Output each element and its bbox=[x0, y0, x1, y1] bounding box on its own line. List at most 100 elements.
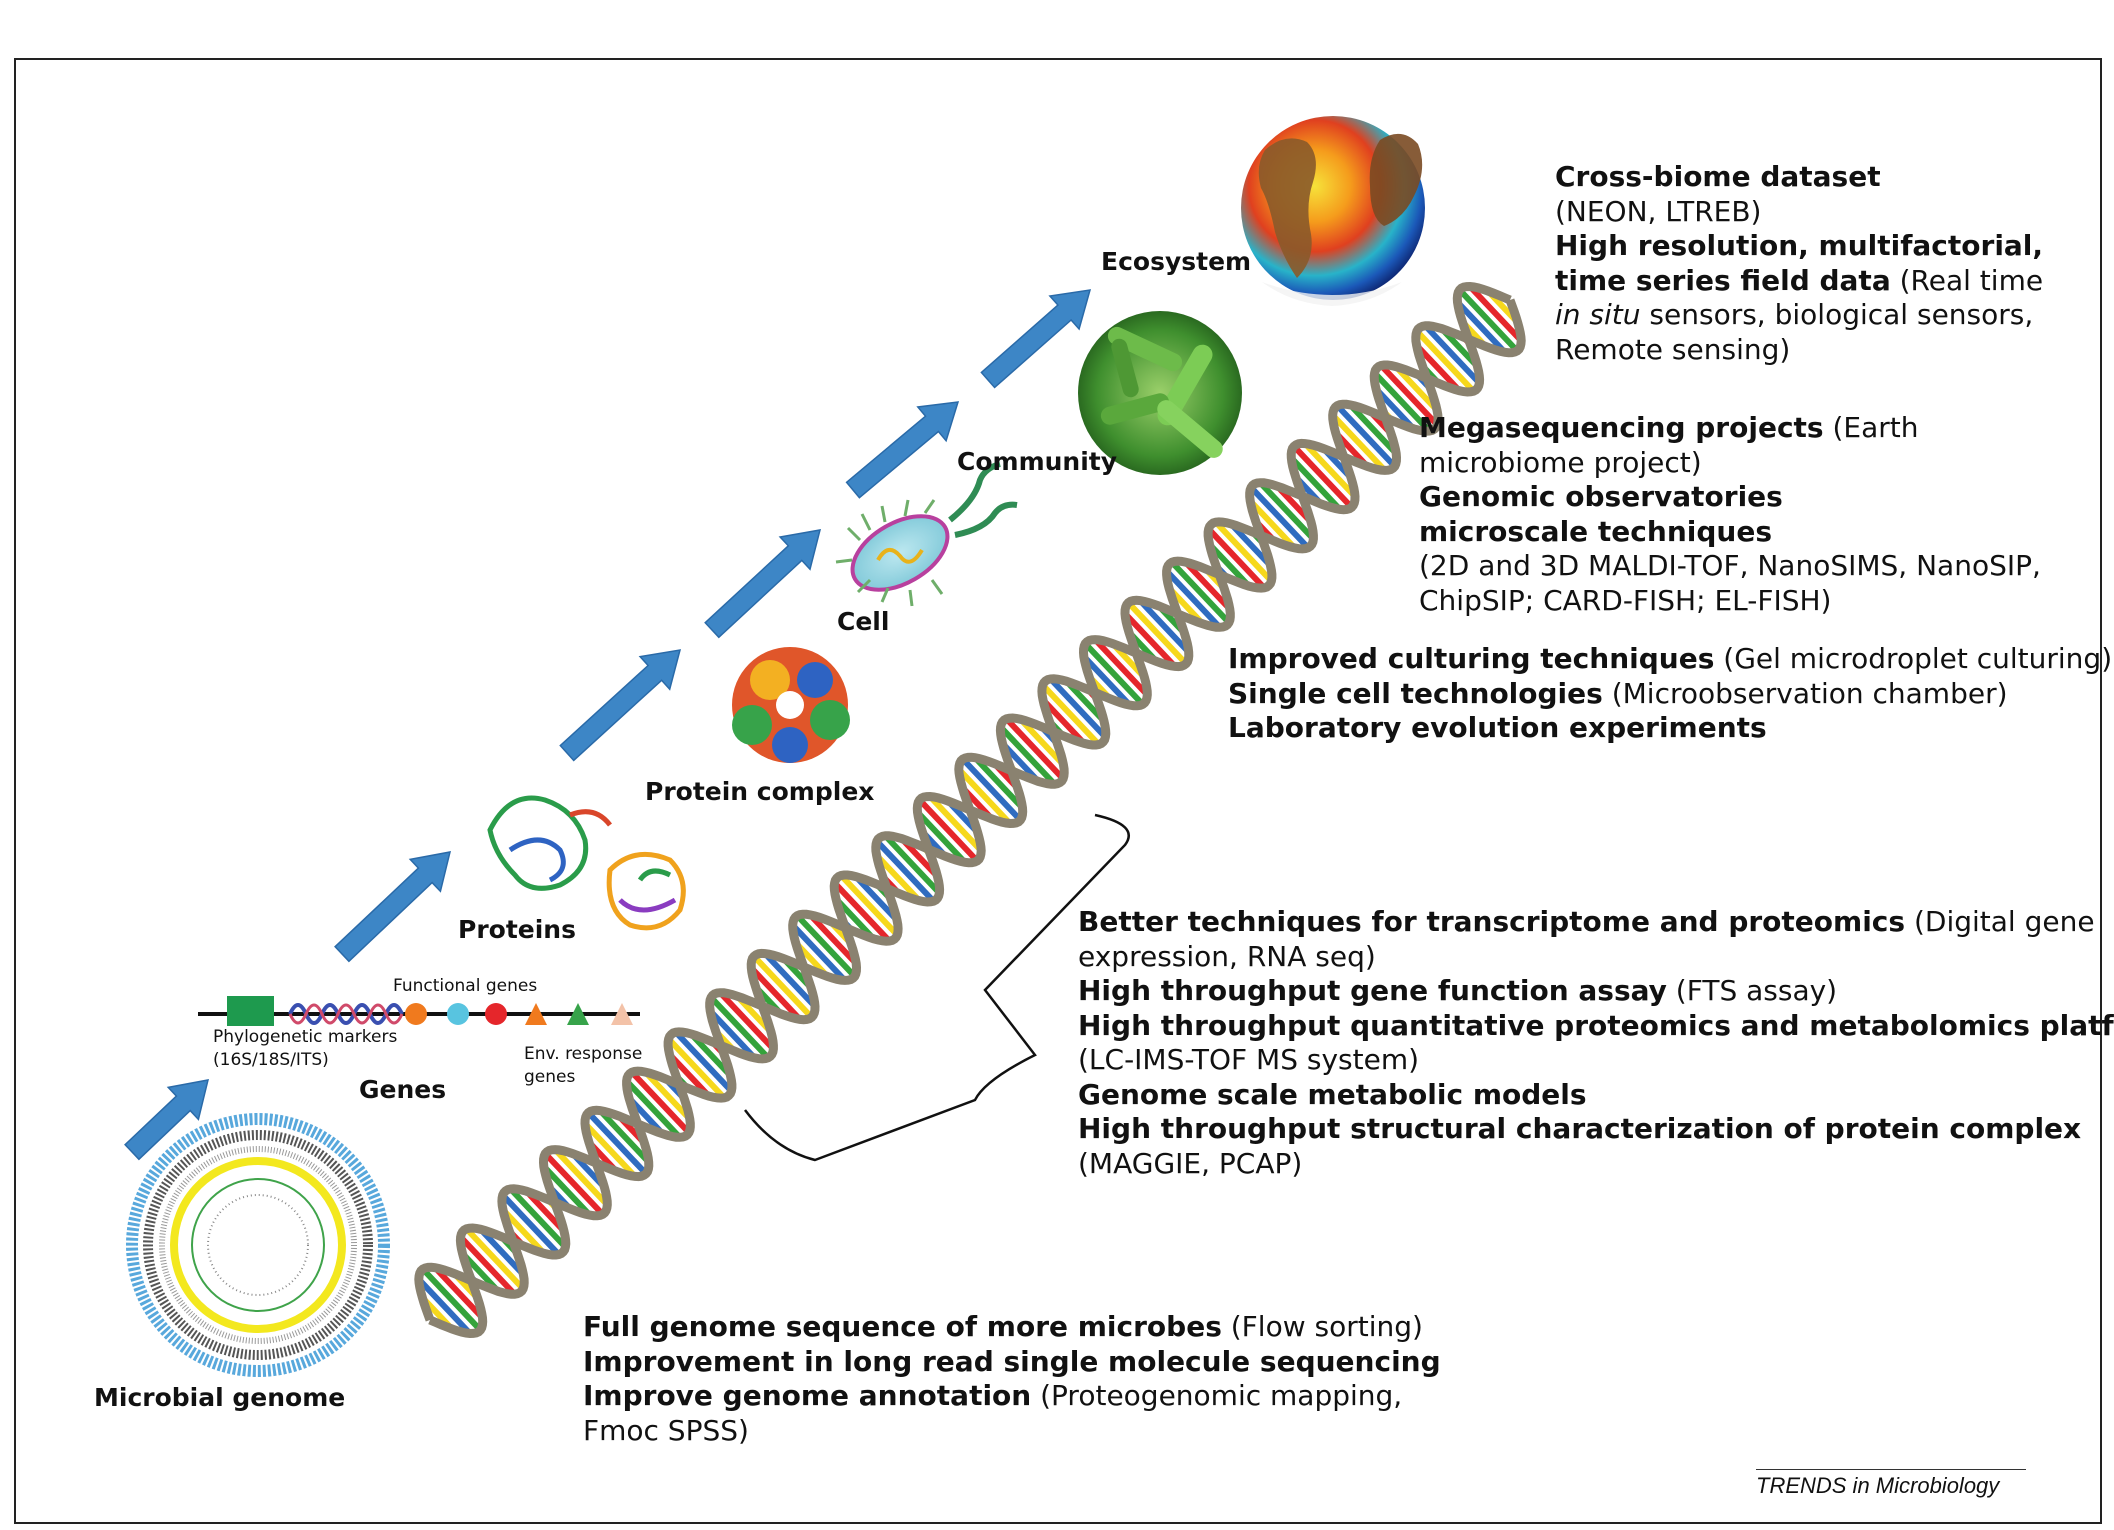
dna-rung bbox=[762, 951, 818, 1009]
dna-rung bbox=[1467, 284, 1524, 343]
dna-rung bbox=[1455, 300, 1508, 355]
dna-rung bbox=[1378, 363, 1440, 427]
label-community: Community bbox=[957, 447, 1118, 476]
dna-rung bbox=[751, 954, 814, 1020]
text-line: Cross-biome dataset bbox=[1555, 160, 1881, 193]
arrow-icon bbox=[845, 401, 960, 499]
ecosystem-techniques-text: Cross-biome dataset(NEON, LTREB)High res… bbox=[1555, 160, 2043, 367]
text-line: Improve genome annotation (Proteogenomic… bbox=[583, 1379, 1403, 1412]
text-line: (2D and 3D MALDI-TOF, NanoSIMS, NanoSIP, bbox=[1419, 549, 2041, 582]
dna-rung bbox=[1258, 480, 1316, 542]
text-line: Genomic observatories bbox=[1419, 480, 1783, 513]
text-line: Improved culturing techniques (Gel micro… bbox=[1228, 642, 2113, 675]
dna-rung bbox=[500, 1193, 562, 1257]
dna-rung bbox=[1164, 568, 1222, 630]
dna-rung bbox=[1291, 444, 1354, 510]
text-line: Genome scale metabolic models bbox=[1078, 1077, 1587, 1111]
dna-rung bbox=[998, 724, 1057, 787]
dna-rung bbox=[1083, 641, 1145, 707]
dna-rung bbox=[1414, 329, 1476, 394]
dna-rung bbox=[1040, 697, 1087, 746]
dna-rung bbox=[1122, 611, 1178, 669]
dna-rung bbox=[1169, 560, 1232, 625]
dna-rung bbox=[1372, 370, 1432, 434]
text-line: microscale techniques bbox=[1419, 514, 1772, 548]
text-line: Single cell technologies (Microobservati… bbox=[1228, 676, 2008, 710]
bacteria-community-icon bbox=[1078, 311, 1242, 475]
dna-rung bbox=[667, 1052, 712, 1099]
dna-rung bbox=[1018, 717, 1066, 767]
genome-circle-icon bbox=[126, 1113, 390, 1377]
dna-rung bbox=[1248, 485, 1311, 550]
label-functional-genes: Functional genes bbox=[393, 976, 538, 996]
dna-rung bbox=[666, 1036, 727, 1100]
dna-rung bbox=[464, 1226, 526, 1291]
dna-rung bbox=[883, 833, 942, 896]
text-line: Fmoc SPSS) bbox=[583, 1413, 749, 1447]
dna-rung bbox=[874, 839, 936, 904]
cell-techniques-text: Improved culturing techniques (Gel micro… bbox=[1228, 642, 2112, 746]
text-line: Remote sensing) bbox=[1555, 332, 1791, 366]
dna-rung bbox=[508, 1186, 568, 1250]
text-line: ChipSIP; CARD-FISH; EL-FISH) bbox=[1419, 583, 1832, 617]
label-microbial-genome: Microbial genome bbox=[94, 1383, 346, 1412]
dna-rung bbox=[1183, 560, 1233, 612]
dna-rung bbox=[1228, 521, 1273, 568]
dna-rung bbox=[541, 1164, 592, 1218]
text-line: Improvement in long read single molecule… bbox=[583, 1344, 1441, 1378]
dna-rung bbox=[543, 1151, 605, 1217]
dna-rung bbox=[582, 1121, 638, 1179]
dna-rung bbox=[1335, 403, 1397, 469]
dna-rung bbox=[707, 1008, 757, 1060]
dna-rung bbox=[1126, 600, 1189, 666]
gene-map-icon bbox=[198, 996, 640, 1026]
dna-rung bbox=[853, 874, 900, 923]
dna-rung bbox=[1040, 683, 1102, 747]
dna-rung bbox=[972, 755, 1025, 810]
text-line: High resolution, multifactorial, bbox=[1555, 229, 2044, 262]
dna-rung bbox=[1289, 455, 1343, 512]
dna-rung bbox=[1206, 526, 1267, 590]
dna-rung bbox=[1302, 441, 1358, 499]
dna-rung bbox=[808, 912, 859, 966]
footer-source: TRENDS in Microbiology bbox=[1756, 1473, 2000, 1498]
dna-backbone bbox=[414, 298, 1526, 1322]
label-protein-complex: Protein complex bbox=[645, 777, 875, 806]
dna-rung bbox=[1213, 520, 1274, 584]
text-line: (MAGGIE, PCAP) bbox=[1078, 1146, 1303, 1180]
label-proteins: Proteins bbox=[458, 915, 576, 944]
text-line: High throughput structural characterizat… bbox=[1078, 1112, 2082, 1145]
dna-rung bbox=[458, 1234, 517, 1297]
dna-rung bbox=[552, 1147, 610, 1207]
label-phylogenetic-markers: Phylogenetic markers (16S/18S/ITS) bbox=[213, 1027, 398, 1070]
dna-rung bbox=[1081, 654, 1132, 708]
dna-rung bbox=[1048, 676, 1108, 740]
dna-rung bbox=[915, 810, 968, 865]
dna-rung bbox=[416, 1277, 473, 1336]
dna-rung bbox=[718, 990, 776, 1052]
dna-rung bbox=[960, 757, 1023, 823]
label-ecosystem: Ecosystem bbox=[1101, 247, 1252, 276]
figure-frame bbox=[14, 58, 2102, 1524]
dna-rung bbox=[1247, 498, 1297, 550]
text-line: Megasequencing projects (Earth bbox=[1419, 411, 1919, 444]
dna-rung bbox=[838, 873, 900, 937]
text-line: (NEON, LTREB) bbox=[1555, 194, 1762, 228]
dna-helix-icon bbox=[414, 281, 1526, 1339]
protein-structure-icon bbox=[487, 795, 686, 931]
dna-rung bbox=[1393, 364, 1440, 413]
dna-rung bbox=[629, 1070, 692, 1135]
dna-rung bbox=[1207, 542, 1252, 589]
arrow-icon bbox=[559, 649, 682, 762]
arrow-icon bbox=[704, 529, 822, 639]
dna-rung bbox=[1137, 598, 1191, 655]
footer-rule bbox=[1756, 1469, 2026, 1470]
dna-rung bbox=[1457, 287, 1520, 353]
dna-rung bbox=[749, 965, 803, 1022]
label-env-response-genes: Env. response genes bbox=[524, 1044, 643, 1087]
dna-rung bbox=[927, 794, 984, 853]
dna-rung bbox=[956, 767, 1013, 826]
text-line: High throughput quantitative proteomics … bbox=[1078, 1008, 2114, 1042]
text-line: time series field data (Real time bbox=[1555, 263, 2044, 297]
